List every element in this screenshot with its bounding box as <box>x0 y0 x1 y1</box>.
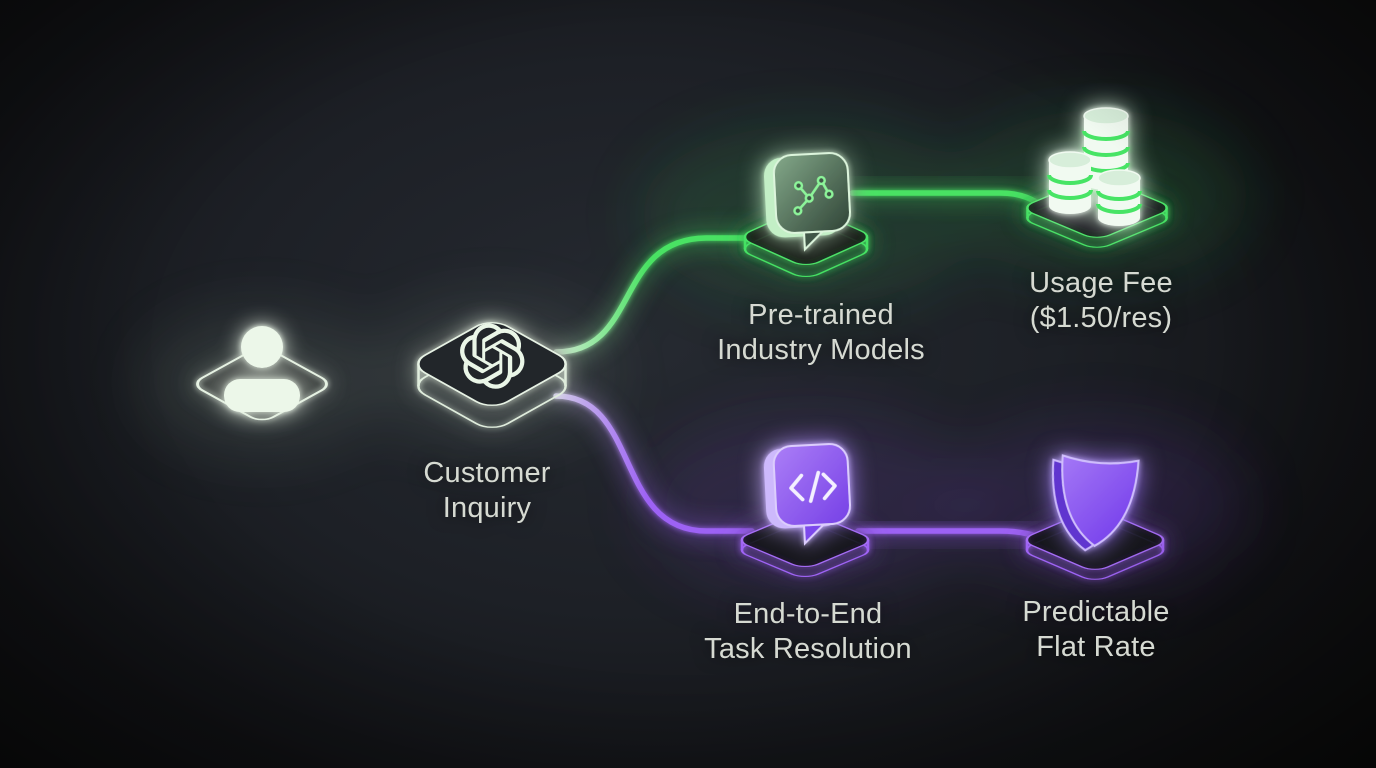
hub-box <box>417 322 567 428</box>
coin-stacks-icon <box>1047 107 1142 226</box>
label-line-2: Inquiry <box>442 492 532 524</box>
label-line-1: Usage Fee <box>1029 267 1173 299</box>
usage-fee-label: Usage Fee ($1.50/res) <box>1029 266 1173 336</box>
code-chat-bubble-icon <box>763 443 852 546</box>
code-glyph <box>789 470 837 503</box>
coin-stack-left <box>1047 151 1093 214</box>
coin-stack-front <box>1096 169 1142 226</box>
models-node <box>743 152 869 278</box>
shield-icon <box>1051 454 1140 552</box>
openai-logo-icon <box>460 323 525 389</box>
rate-node <box>1025 454 1165 580</box>
hub-to-task-connector <box>553 393 755 534</box>
pretrained-models-label: Pre-trained Industry Models <box>717 298 925 368</box>
customer-inquiry-label: Customer Inquiry <box>423 456 550 526</box>
label-line-1: Customer <box>423 457 551 489</box>
task-node <box>740 443 870 577</box>
network-graph-glyph <box>793 175 834 216</box>
hub-to-models-connector <box>553 235 759 355</box>
label-line-2: Flat Rate <box>1036 631 1156 663</box>
label-line-2: Industry Models <box>717 334 925 366</box>
label-line-1: Predictable <box>1022 596 1170 628</box>
label-line-2: Task Resolution <box>704 633 912 665</box>
customer-node <box>196 326 328 421</box>
fee-node <box>1026 107 1168 248</box>
label-line-1: End-to-End <box>733 598 883 630</box>
end-to-end-label: End-to-End Task Resolution <box>704 597 912 667</box>
label-line-1: Pre-trained <box>748 299 894 331</box>
user-icon <box>224 326 300 412</box>
flat-rate-label: Predictable Flat Rate <box>1022 595 1169 665</box>
hub-node <box>417 322 567 428</box>
label-line-2: ($1.50/res) <box>1029 302 1173 334</box>
network-chat-bubble-icon <box>763 152 852 252</box>
